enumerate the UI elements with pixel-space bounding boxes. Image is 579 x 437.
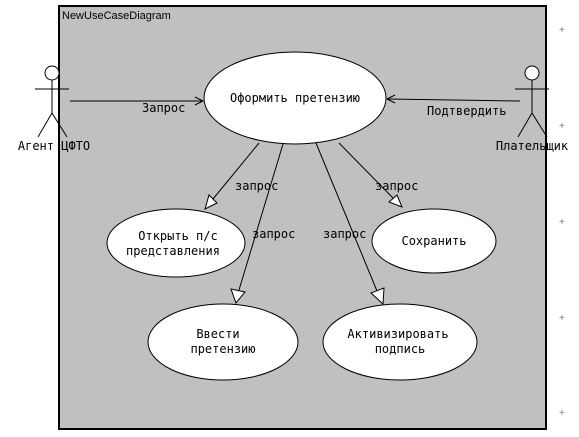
- use-case-activate[interactable]: Активизировать подпись: [322, 303, 478, 381]
- edge-label-left-request: Запрос: [142, 101, 185, 115]
- edge-label-right-confirm: Подтвердить: [427, 104, 506, 118]
- actor-left[interactable]: [35, 65, 69, 138]
- edge-open-request[interactable]: [212, 142, 260, 200]
- edge-enter-request[interactable]: [238, 143, 284, 291]
- use-case-enter[interactable]: Ввести претензию: [147, 303, 299, 381]
- arrowhead-enter-case: [230, 288, 246, 305]
- connectors: [70, 94, 521, 292]
- actor-right-leg: [531, 112, 548, 138]
- edge-right-confirm[interactable]: [387, 98, 521, 102]
- actor-left-leg: [37, 112, 53, 138]
- use-case-save[interactable]: Сохранить: [371, 208, 497, 274]
- use-case-activate-label-line1: Активизировать: [347, 327, 448, 341]
- grid-mark: +: [559, 408, 565, 419]
- use-case-open[interactable]: Открыть п/с представления: [106, 208, 246, 278]
- use-case-save-label: Сохранить: [401, 234, 466, 248]
- edge-label-open-request: запрос: [235, 179, 278, 193]
- use-case-main[interactable]: Оформить претензию: [203, 51, 387, 145]
- edge-label-enter-request: запрос: [252, 227, 295, 241]
- use-case-activate-label-line2: подпись: [375, 342, 426, 356]
- grid-mark: +: [559, 217, 565, 228]
- edge-label-save-request: запрос: [375, 179, 418, 193]
- use-case-enter-label-line2: претензию: [190, 342, 255, 356]
- grid-mark: +: [559, 121, 565, 132]
- diagram-title: NewUseCaseDiagram: [62, 10, 171, 22]
- arrowhead-save-case: [388, 194, 403, 208]
- grid-mark: +: [559, 313, 565, 324]
- actor-right-leg: [517, 112, 533, 138]
- actor-right-head: [524, 65, 540, 81]
- grid-marks: + + + + +: [559, 25, 565, 419]
- edge-save-request[interactable]: [338, 142, 394, 199]
- actor-right-label: Плательщик: [496, 139, 569, 153]
- actor-left-leg: [51, 112, 68, 138]
- triangle-arrowheads: [204, 194, 403, 306]
- edge-label-activate-request: запрос: [323, 227, 366, 241]
- arrowhead-open: [385, 94, 396, 104]
- use-case-open-label-line2: представления: [126, 244, 220, 258]
- actor-right[interactable]: [515, 65, 549, 138]
- arrowhead-activate-case: [370, 287, 385, 306]
- actor-left-label: Агент ЦФТО: [18, 139, 90, 153]
- use-case-main-label: Оформить претензию: [230, 91, 360, 105]
- edge-activate-request[interactable]: [315, 142, 378, 292]
- actor-left-head: [44, 65, 60, 81]
- arrowhead-open: [194, 96, 205, 106]
- arrowhead-open-case: [204, 194, 218, 210]
- grid-mark: +: [559, 25, 565, 36]
- use-case-open-label-line1: Открыть п/с: [138, 229, 217, 243]
- use-case-enter-label-line1: Ввести: [196, 327, 239, 341]
